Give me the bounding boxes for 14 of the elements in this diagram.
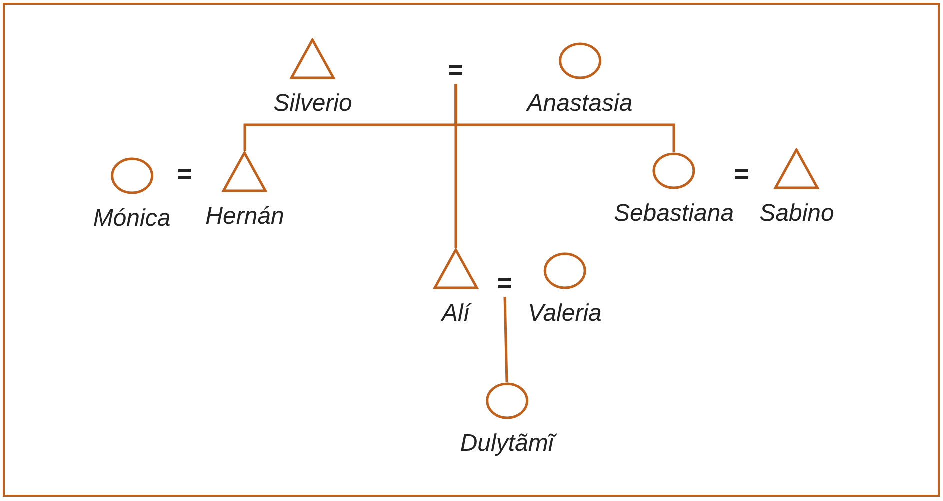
kinship-line <box>454 84 676 152</box>
kinship-line <box>504 296 508 382</box>
person-name: Mónica <box>93 205 171 233</box>
marriage-sign: = <box>495 269 515 297</box>
marriage-sign: = <box>734 160 750 188</box>
marriage-sign: = <box>177 160 193 188</box>
person-name: Hernán <box>206 203 284 231</box>
person-name: Valeria <box>528 300 602 328</box>
marriage-sign: = <box>446 56 466 84</box>
person-name: Silverio <box>274 90 352 118</box>
person-name: Alí <box>442 300 470 328</box>
person-name: Sebastiana <box>614 200 734 228</box>
person-name: Sabino <box>760 200 834 228</box>
person-name: Anastasia <box>527 90 633 118</box>
